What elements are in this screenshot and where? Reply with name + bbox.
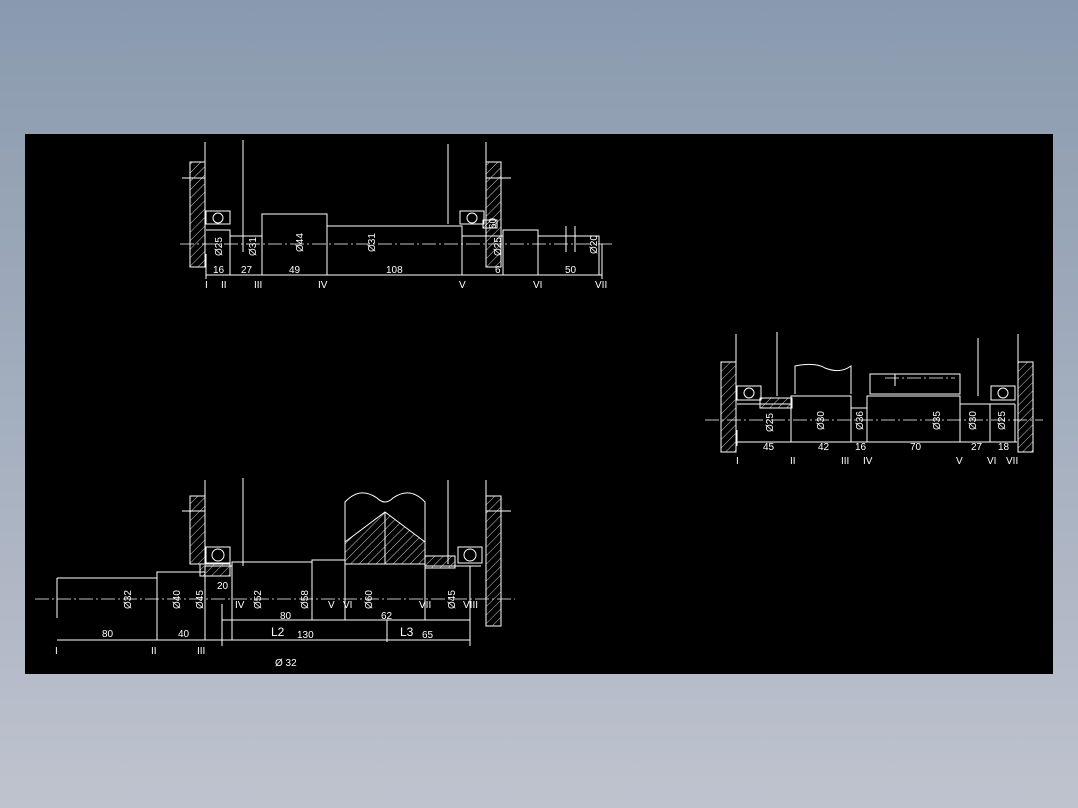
shaft-right-lengths: 45 42 16 70 27 18 <box>763 442 1010 453</box>
dim-label: 18 <box>998 442 1010 453</box>
dim-label: Ø52 <box>253 590 264 609</box>
station-label: IV <box>318 280 328 291</box>
dim-label: 6 <box>495 265 501 276</box>
station-label: III <box>254 280 262 291</box>
dim-label: Ø36 <box>855 411 866 430</box>
shaft-right-drawing <box>705 332 1043 453</box>
station-label: III <box>197 646 205 657</box>
dim-label: Ø32 <box>123 590 134 609</box>
station-label: VII <box>419 600 431 611</box>
shaft-bottom-drawing <box>35 478 515 646</box>
station-label: IV <box>235 600 245 611</box>
footnote-diameter: Ø 32 <box>275 658 297 669</box>
dim-label: Ø25 <box>765 413 776 432</box>
dim-label: 60 <box>488 217 499 229</box>
station-label: IV <box>863 456 873 467</box>
station-label: VIII <box>463 600 478 611</box>
dim-label: 65 <box>422 630 434 641</box>
dim-label: Ø45 <box>195 590 206 609</box>
shaft-top-lengths: 16 27 49 108 6 50 <box>213 265 577 276</box>
dim-label: 80 <box>280 611 292 622</box>
dim-label: Ø58 <box>300 590 311 609</box>
dim-label: 20 <box>217 581 229 592</box>
dim-label: Ø60 <box>364 590 375 609</box>
station-label: VII <box>595 280 607 291</box>
dim-label: 70 <box>910 442 922 453</box>
dim-label: 27 <box>241 265 253 276</box>
dim-label: 62 <box>381 611 393 622</box>
dim-label: Ø25 <box>214 237 225 256</box>
dim-label: 16 <box>213 265 225 276</box>
shaft-top-stations: I II III IV V VI VII <box>205 280 607 291</box>
shaft-bottom-stations: I II III IV V VI VII VIII Ø 32 <box>55 600 478 669</box>
dim-label: Ø31 <box>367 233 378 252</box>
shaft-bottom-lengths: 80 40 80 130 62 65 L2 L3 <box>102 611 434 641</box>
dim-label: Ø30 <box>816 411 827 430</box>
shaft-bottom-diameters: Ø32 Ø40 Ø45 20 Ø52 Ø58 Ø60 Ø45 <box>123 581 458 609</box>
station-label: VI <box>533 280 542 291</box>
station-label: II <box>151 646 157 657</box>
dim-label: Ø20 <box>589 235 600 254</box>
dim-label: Ø44 <box>295 233 306 252</box>
dim-label: 130 <box>297 630 314 641</box>
dim-label: 42 <box>818 442 830 453</box>
dim-label: Ø25 <box>493 237 504 256</box>
station-label: V <box>328 600 335 611</box>
station-label: II <box>221 280 227 291</box>
dim-label: 50 <box>565 265 577 276</box>
length-label-l3: L3 <box>400 625 414 639</box>
station-label: I <box>55 646 58 657</box>
station-label: I <box>736 456 739 467</box>
station-label: VII <box>1006 456 1018 467</box>
dim-label: Ø35 <box>932 411 943 430</box>
shaft-right-diameters: Ø25 Ø30 Ø36 Ø35 Ø30 Ø25 <box>765 411 1008 432</box>
station-label: II <box>790 456 796 467</box>
dim-label: Ø45 <box>447 590 458 609</box>
station-label: I <box>205 280 208 291</box>
dim-label: Ø31 <box>248 237 259 256</box>
shaft-top-drawing <box>180 140 615 279</box>
station-label: III <box>841 456 849 467</box>
dim-label: 45 <box>763 442 775 453</box>
dim-label: 108 <box>386 265 403 276</box>
dim-label: Ø25 <box>997 411 1008 430</box>
dim-label: Ø30 <box>968 411 979 430</box>
cad-drawing-viewport[interactable]: Ø25 Ø31 Ø44 Ø31 Ø25 Ø20 60 16 27 49 108 … <box>25 134 1053 674</box>
dim-label: Ø40 <box>172 590 183 609</box>
shaft-right-stations: I II III IV V VI VII <box>736 456 1018 467</box>
station-label: V <box>956 456 963 467</box>
dim-label: 80 <box>102 629 114 640</box>
dim-label: 49 <box>289 265 301 276</box>
dim-label: 16 <box>855 442 867 453</box>
station-label: VI <box>343 600 352 611</box>
dim-label: 40 <box>178 629 190 640</box>
dim-label: 27 <box>971 442 983 453</box>
length-label-l2: L2 <box>271 625 285 639</box>
station-label: V <box>459 280 466 291</box>
cad-drawing-canvas: Ø25 Ø31 Ø44 Ø31 Ø25 Ø20 60 16 27 49 108 … <box>35 140 1043 669</box>
shaft-top-diameters: Ø25 Ø31 Ø44 Ø31 Ø25 Ø20 60 <box>214 217 600 256</box>
station-label: VI <box>987 456 996 467</box>
